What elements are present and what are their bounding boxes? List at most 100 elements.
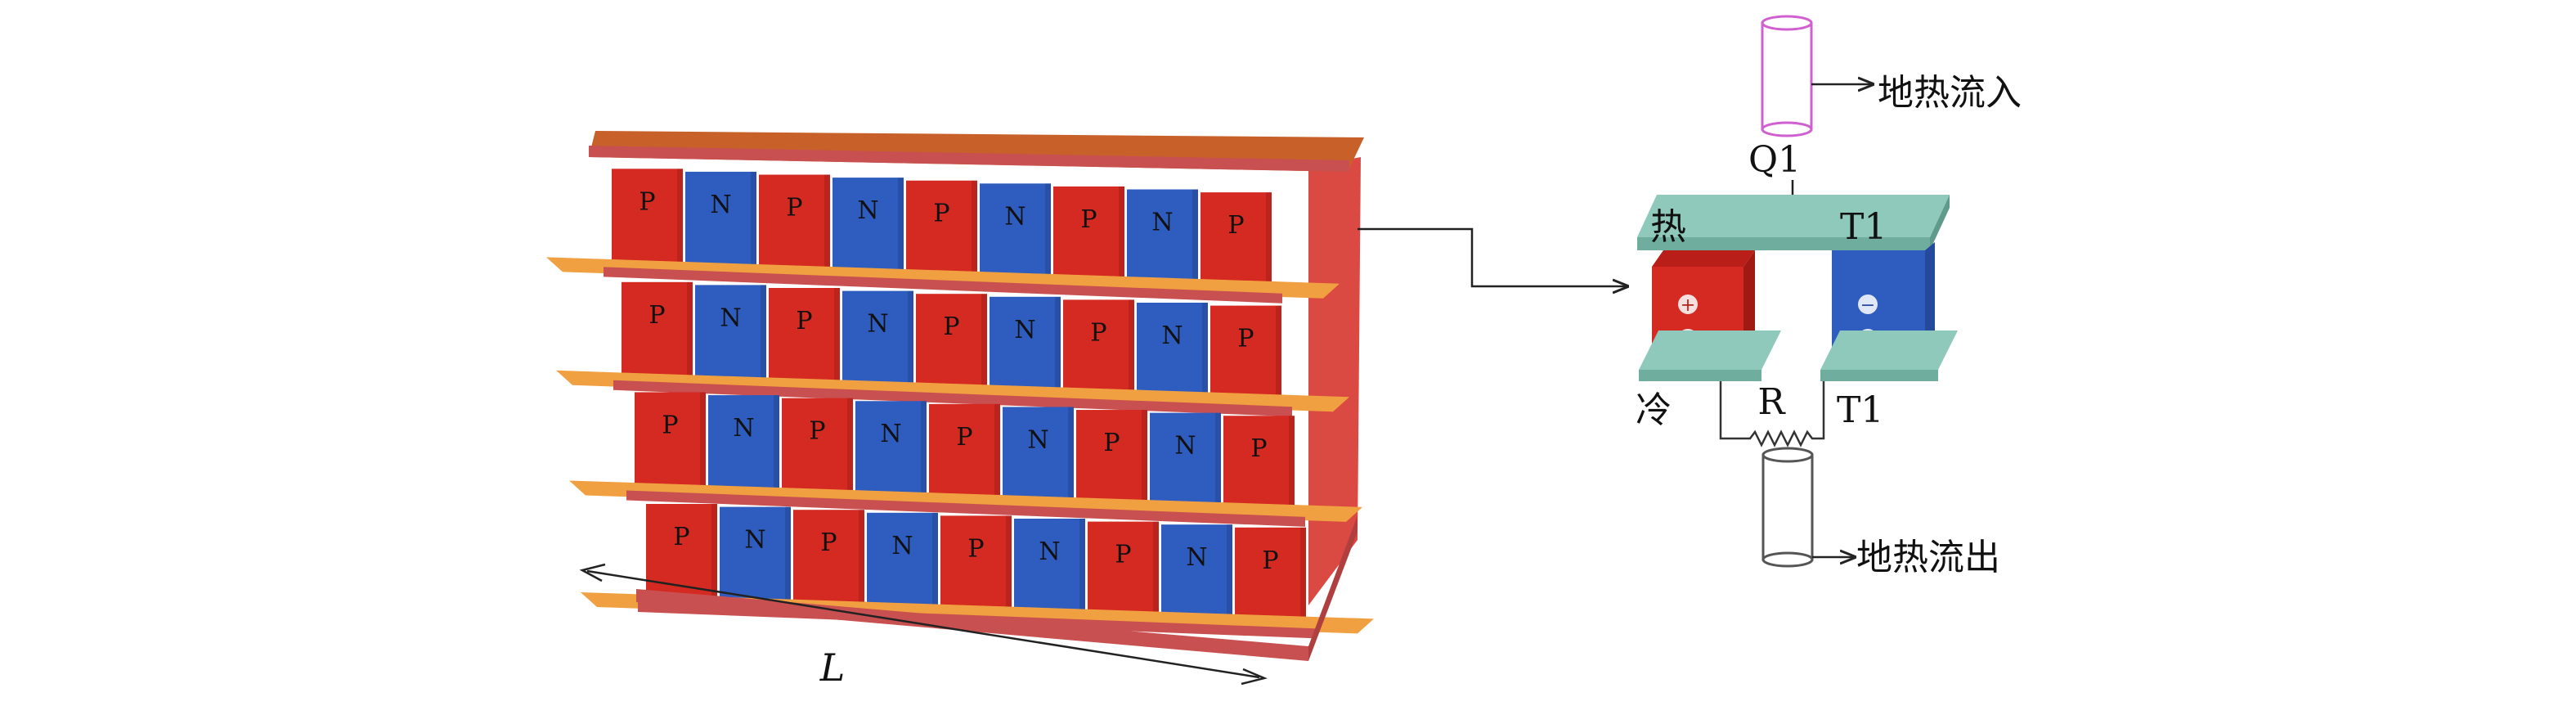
cell-shade	[677, 169, 683, 264]
cold-side-plate-right	[1820, 331, 1958, 370]
thermoelectric-unit: 地热流入 Q1 热 T1 + + − −	[1636, 15, 2022, 578]
n-type-cell	[695, 285, 766, 380]
hot-temp-label: T1	[1840, 206, 1887, 248]
cell-shade	[1045, 183, 1051, 279]
p-type-cell	[1200, 192, 1272, 288]
stack-side-faces	[1308, 157, 1361, 605]
cell-shade	[1079, 519, 1085, 614]
length-arrow-right	[1241, 668, 1268, 686]
cell-shade	[1300, 527, 1306, 623]
cell-type-label: P	[1227, 211, 1244, 240]
p-leg-plus-sign: +	[1681, 295, 1695, 316]
cell-type-label: N	[1186, 543, 1207, 572]
n-type-cell	[1150, 412, 1221, 508]
cell-type-label: N	[1014, 316, 1035, 344]
n-type-cell	[842, 290, 913, 386]
p-type-cell	[1063, 299, 1134, 395]
cell-type-label: N	[891, 532, 913, 560]
length-arrow-left	[579, 563, 606, 582]
cell-shade	[1192, 189, 1198, 285]
p-type-cell	[916, 294, 987, 389]
cell-type-label: N	[733, 414, 754, 443]
hot-side-label: 热	[1650, 206, 1686, 248]
p-type-cell	[759, 174, 830, 270]
cell-type-label: P	[1115, 541, 1131, 569]
cell-type-label: P	[786, 194, 802, 223]
cold-side-label: 冷	[1636, 389, 1672, 431]
n-type-cell	[1014, 519, 1085, 614]
n-type-cell	[1003, 407, 1074, 502]
cell-type-label: N	[1039, 537, 1060, 566]
cell-shade	[824, 174, 830, 270]
cell-shade	[1276, 305, 1281, 401]
n-type-cell	[832, 178, 904, 273]
p-type-cell	[793, 510, 864, 605]
cell-type-label: P	[967, 534, 984, 563]
n-type-cell	[990, 296, 1061, 392]
cold-temp-label: T1	[1837, 389, 1883, 431]
cell-shade	[774, 395, 779, 491]
cell-type-label: P	[1103, 429, 1120, 457]
cell-shade	[908, 290, 913, 386]
outlet-label: 地热流出	[1856, 537, 2000, 578]
layer-frame	[626, 490, 1305, 527]
cell-type-label: P	[1262, 546, 1278, 575]
cell-shade	[1129, 299, 1134, 395]
cell-type-label: N	[710, 191, 731, 219]
cell-shade	[981, 294, 987, 389]
cell-type-label: N	[744, 526, 765, 555]
cell-type-label: N	[1174, 432, 1196, 461]
cell-type-label: P	[673, 523, 689, 551]
cell-shade	[859, 510, 864, 605]
cell-shade	[785, 506, 791, 602]
hot-side-plate-front	[1637, 237, 1930, 250]
n-type-cell	[685, 171, 756, 267]
n-type-cell	[1127, 189, 1198, 285]
layer-frame	[604, 267, 1282, 304]
cell-type-label: P	[943, 313, 959, 341]
hot-side-plate-top	[1637, 195, 1950, 237]
cell-shade	[932, 512, 938, 608]
length-label: L	[819, 645, 846, 690]
p-type-cell	[769, 288, 840, 383]
cell-type-label: N	[880, 420, 901, 448]
n-type-cell	[867, 512, 938, 608]
stack-right-face	[1308, 157, 1361, 605]
p-type-cell	[1235, 527, 1306, 623]
cell-type-label: P	[1250, 434, 1267, 463]
cell-shade	[1006, 515, 1012, 611]
cell-type-label: P	[1090, 318, 1106, 347]
cell-type-label: P	[1237, 325, 1254, 353]
cell-type-label: P	[796, 307, 812, 335]
cell-type-label: N	[1027, 425, 1048, 454]
n-leg-minus-icon	[1858, 295, 1878, 314]
cell-type-label: P	[662, 411, 678, 439]
cell-shade	[921, 401, 927, 497]
cell-shade	[847, 398, 853, 493]
p-type-cell	[929, 403, 1000, 499]
p-type-cell	[1223, 416, 1295, 511]
cell-shade	[1289, 416, 1295, 511]
cell-shade	[834, 288, 840, 383]
n-type-cell	[708, 395, 779, 491]
cell-shade	[751, 171, 756, 267]
cell-type-label: P	[820, 528, 837, 557]
cell-shade	[1215, 412, 1221, 508]
n-type-cell	[855, 401, 927, 497]
stack-top-lid-front	[589, 146, 1349, 172]
cell-type-label: P	[1080, 205, 1097, 234]
cell-shade	[1068, 407, 1074, 502]
n-type-cell	[1161, 524, 1232, 620]
cell-type-label: P	[809, 417, 825, 446]
cell-type-label: N	[1004, 202, 1025, 231]
cell-type-label: P	[933, 200, 949, 228]
p-type-cell	[635, 392, 706, 488]
cold-side-plate-left	[1639, 331, 1781, 370]
p-type-cell	[1088, 521, 1159, 617]
cell-type-label: P	[648, 301, 665, 330]
